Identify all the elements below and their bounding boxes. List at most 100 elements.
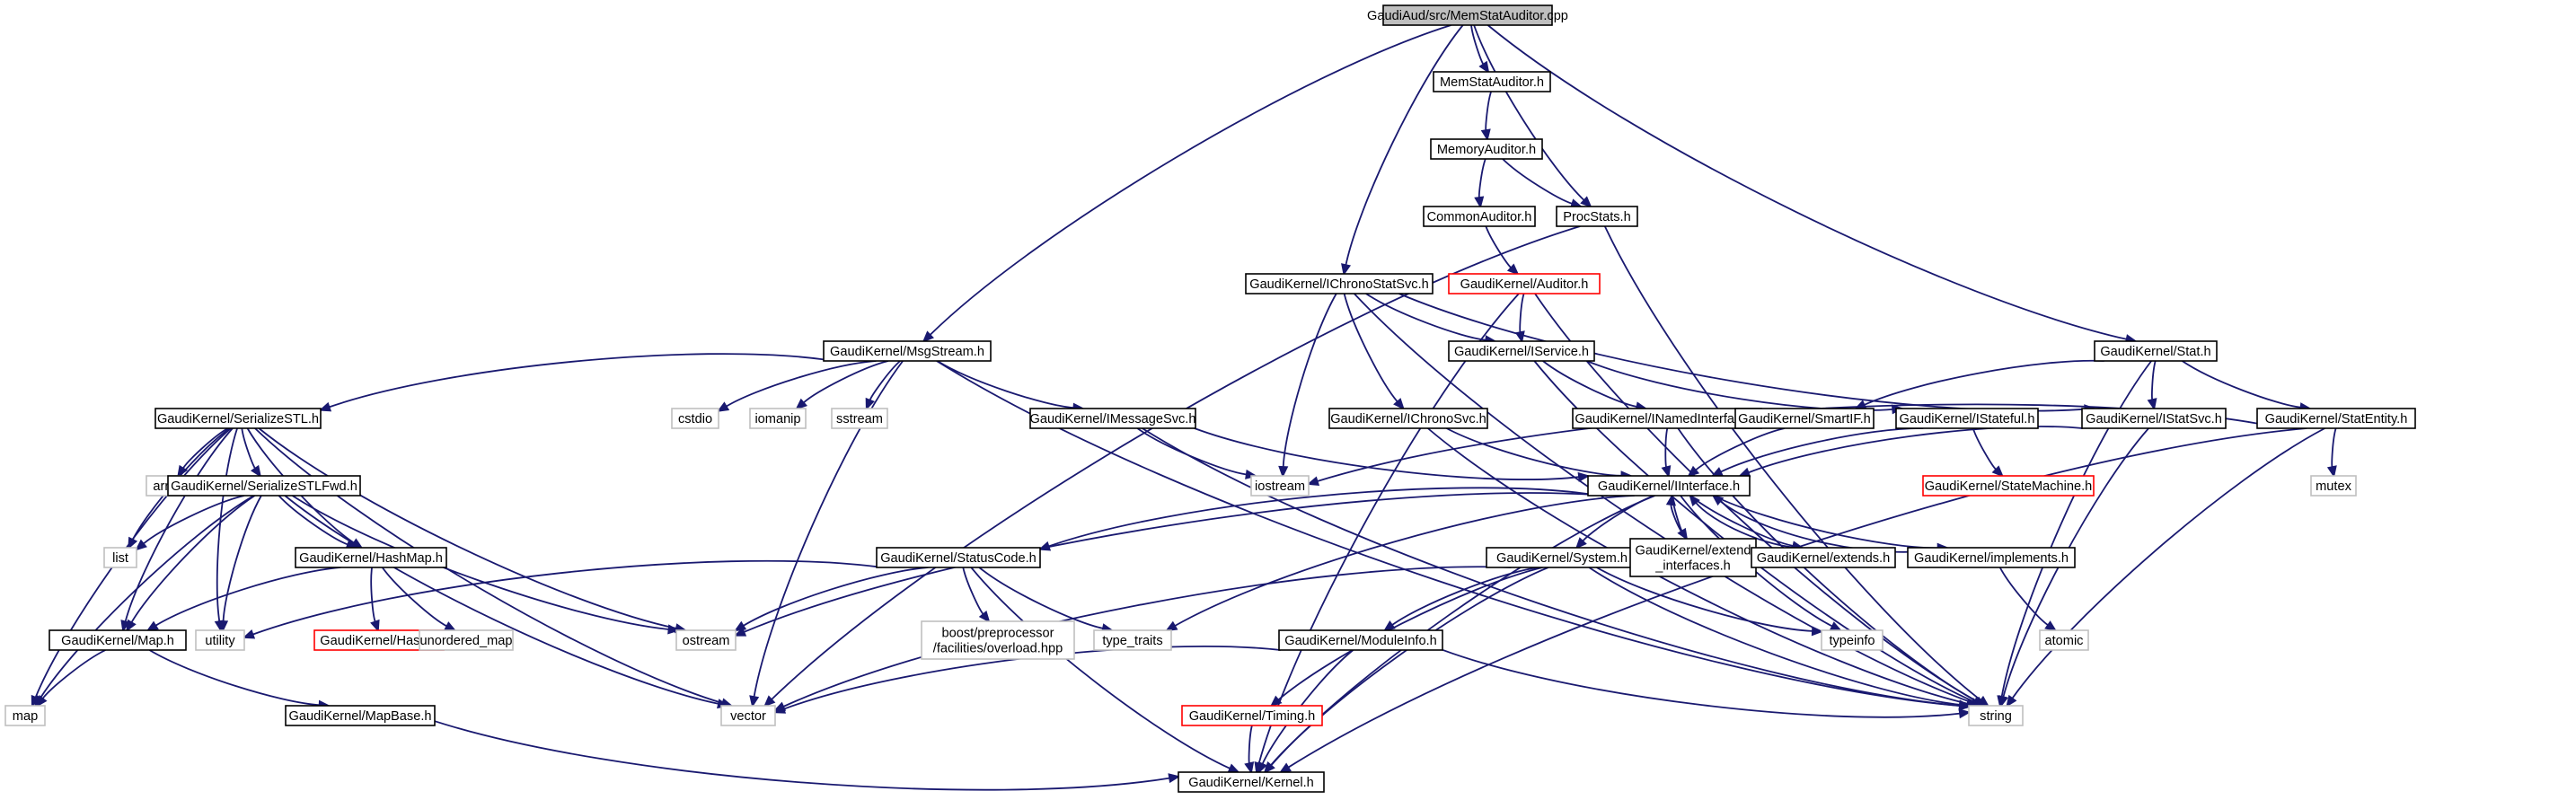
edge-iinterface-to-ostream [733, 492, 1608, 637]
node-extendif[interactable]: GaudiKernel/extend_interfaces.h [1629, 538, 1757, 577]
node-box [2081, 408, 2227, 429]
edge-system-to-string [1588, 567, 1972, 710]
node-timing[interactable]: GaudiKernel/Timing.h [1181, 705, 1323, 726]
edges-layer [31, 24, 2337, 791]
edge-arrowhead [2147, 398, 2157, 411]
edge-line [753, 360, 904, 698]
edge-arrowhead [1661, 465, 1672, 479]
node-label: GaudiKernel/Auditor.h [1460, 277, 1589, 292]
node-label: GaudiKernel/Stat.h [2100, 345, 2210, 359]
node-kernel[interactable]: GaudiKernel/Kernel.h [1178, 771, 1325, 793]
node-iinterface[interactable]: GaudiKernel/IInterface.h [1587, 475, 1751, 497]
node-box [1181, 705, 1323, 726]
node-memaud[interactable]: MemoryAuditor.h [1430, 138, 1543, 160]
edge-ichrono-to-iservice [1365, 293, 1497, 346]
node-stat[interactable]: GaudiKernel/Stat.h [2094, 340, 2218, 362]
node-label: GaudiKernel/SerializeSTLFwd.h [171, 479, 357, 494]
node-ichrono[interactable]: GaudiKernel/IChronoStatSvc.h [1245, 273, 1434, 295]
edge-line [1282, 293, 1337, 468]
edge-imsgsvc-to-iinterface [1194, 427, 1591, 482]
node-ichronosvc[interactable]: GaudiKernel/IChronoSvc.h [1328, 408, 1488, 429]
node-smartif[interactable]: GaudiKernel/SmartIF.h [1734, 408, 1875, 429]
edge-procstats-to-vector [763, 225, 1581, 708]
node-msgstream[interactable]: GaudiKernel/MsgStream.h [823, 340, 992, 362]
edge-hashmap-to-map_h [146, 567, 341, 632]
node-map_h[interactable]: GaudiKernel/Map.h [49, 629, 187, 651]
node-root[interactable]: GaudiAud/src/MemStatAuditor.cpp [1367, 4, 1568, 26]
node-inamed[interactable]: GaudiKernel/INamedInterface.h [1572, 408, 1762, 429]
edge-map_h-to-map [36, 649, 106, 708]
node-label: mutex [2316, 479, 2351, 494]
edge-line [2151, 360, 2157, 400]
node-istatsvc[interactable]: GaudiKernel/IStatSvc.h [2081, 408, 2227, 429]
node-memstat[interactable]: MemStatAuditor.h [1433, 71, 1551, 92]
node-label: GaudiKernel/MsgStream.h [830, 345, 984, 359]
node-label: unordered_map [419, 634, 512, 648]
edge-arrowhead [667, 624, 680, 635]
edge-line [1248, 725, 1253, 764]
edge-moduleinfo-to-string [1442, 648, 1972, 719]
node-serstlfwd[interactable]: GaudiKernel/SerializeSTLFwd.h [167, 475, 361, 497]
node-commonaud[interactable]: CommonAuditor.h [1423, 206, 1536, 227]
node-statemachine[interactable]: GaudiKernel/StateMachine.h [1922, 475, 2095, 497]
edge-stat-to-statentity [2181, 360, 2312, 413]
edge-hashmap-to-unordered [381, 567, 457, 632]
node-label: /facilities/overload.hpp [933, 642, 1063, 656]
node-label: utility [205, 634, 235, 648]
node-hashmap[interactable]: GaudiKernel/HashMap.h [295, 547, 447, 568]
node-label: CommonAuditor.h [1427, 210, 1532, 224]
edge-line [329, 353, 825, 409]
edge-iinterface-to-statuscode [1037, 487, 1589, 551]
node-list: list [103, 547, 137, 568]
edge-line [1603, 225, 1981, 701]
node-statuscode[interactable]: GaudiKernel/StatusCode.h [876, 547, 1041, 568]
edge-arrowhead [772, 704, 787, 714]
edge-iservice-to-istateful [1586, 360, 1904, 415]
edge-line [1270, 567, 1549, 766]
node-extends[interactable]: GaudiKernel/extends.h [1751, 547, 1896, 568]
node-imsgsvc[interactable]: GaudiKernel/IMessageSvc.h [1029, 408, 1196, 429]
node-label: GaudiKernel/ModuleInfo.h [1284, 634, 1437, 648]
node-label: typeinfo [1829, 634, 1875, 648]
edge-arrowhead [1244, 761, 1255, 775]
edge-line [148, 649, 320, 707]
edge-timing-to-kernel [1244, 725, 1255, 775]
node-box [1448, 340, 1595, 362]
node-label: GaudiKernel/StatusCode.h [880, 551, 1037, 566]
node-system[interactable]: GaudiKernel/System.h [1486, 547, 1638, 568]
node-hash[interactable]: GaudiKernel/Hash.h [313, 629, 445, 651]
node-label: GaudiKernel/IChronoSvc.h [1330, 412, 1486, 426]
edge-line [381, 567, 447, 628]
node-procstats[interactable]: ProcStats.h [1556, 206, 1638, 227]
edge-line [216, 427, 238, 622]
node-iservice[interactable]: GaudiKernel/IService.h [1448, 340, 1595, 362]
edge-arrowhead [734, 620, 747, 632]
node-mapbase[interactable]: GaudiKernel/MapBase.h [285, 705, 436, 726]
node-auditor[interactable]: GaudiKernel/Auditor.h [1448, 273, 1601, 295]
edge-line [241, 427, 256, 470]
node-mutex: mutex [2310, 475, 2357, 497]
edge-statentity-to-kernel [1278, 427, 2307, 774]
node-label: MemoryAuditor.h [1437, 143, 1536, 157]
node-label: ProcStats.h [1563, 210, 1630, 224]
node-box [1433, 71, 1551, 92]
edge-system-to-typeinfo [1596, 567, 1824, 637]
edge-arrowhead [1811, 626, 1824, 637]
edge-statuscode-to-ostream [734, 567, 929, 632]
edge-commonaud-to-auditor [1485, 225, 1520, 276]
node-moduleinfo[interactable]: GaudiKernel/ModuleInfo.h [1278, 629, 1443, 651]
edge-msgstream-to-iomanip [795, 360, 889, 410]
node-istateful[interactable]: GaudiKernel/IStateful.h [1895, 408, 2039, 429]
node-serstl[interactable]: GaudiKernel/SerializeSTL.h [154, 408, 322, 429]
node-box [1968, 705, 2024, 726]
node-implements[interactable]: GaudiKernel/implements.h [1907, 547, 2076, 568]
node-box [876, 547, 1041, 568]
node-typeinfo: typeinfo [1821, 629, 1883, 651]
node-label: GaudiKernel/SerializeSTL.h [157, 412, 319, 426]
node-statentity[interactable]: GaudiKernel/StatEntity.h [2256, 408, 2416, 429]
edge-line [143, 495, 245, 545]
edge-system-to-kernel [1263, 567, 1549, 774]
edge-line [970, 567, 1231, 769]
edge-arrowhead [1478, 60, 1490, 74]
edge-line [1257, 293, 1520, 764]
